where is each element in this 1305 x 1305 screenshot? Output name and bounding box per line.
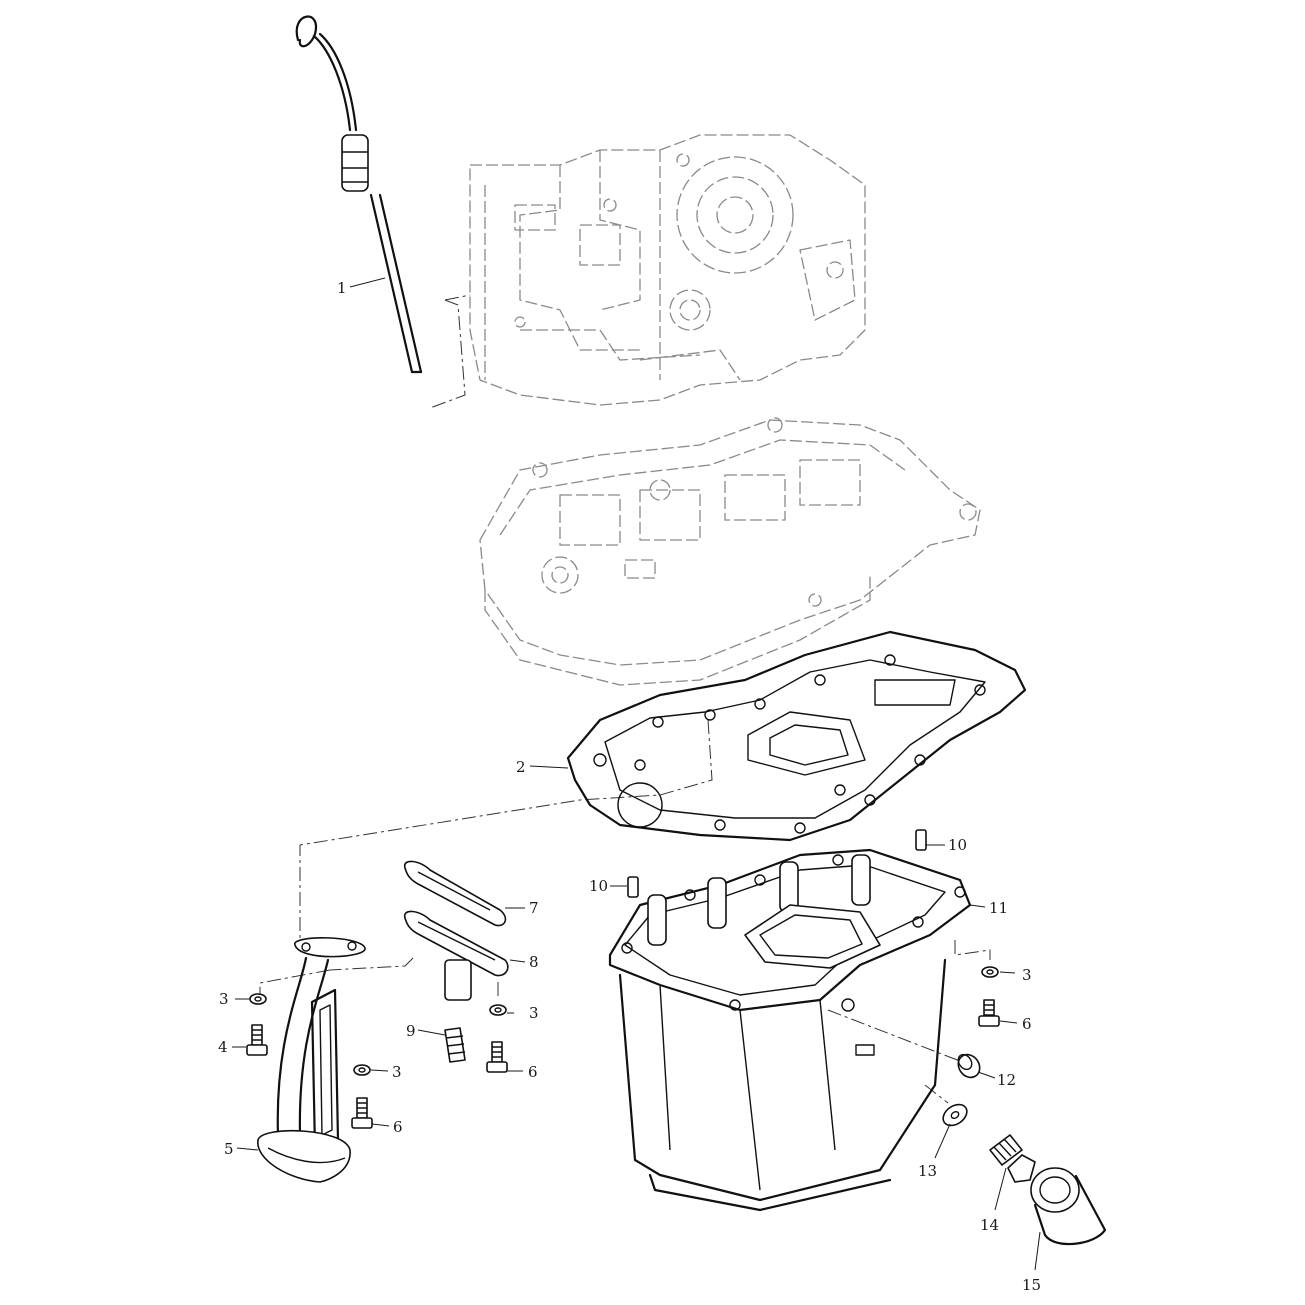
callout-13: 13 bbox=[918, 1162, 937, 1180]
callout-12: 12 bbox=[997, 1071, 1016, 1089]
lower-crankcase-phantom bbox=[479, 417, 981, 686]
washer-left bbox=[249, 993, 267, 1005]
oil-pan bbox=[608, 848, 972, 1212]
drain-washer-13 bbox=[942, 1103, 968, 1127]
callout-4: 4 bbox=[218, 1038, 228, 1056]
relief-valve-housing bbox=[404, 860, 509, 1063]
drain-bolt-14 bbox=[989, 1134, 1036, 1183]
washer-right bbox=[981, 966, 999, 978]
leader-lines bbox=[232, 277, 1041, 1271]
engine-block-phantom bbox=[469, 134, 866, 406]
small-hardware bbox=[246, 829, 1107, 1246]
callout-3-strainer: 3 bbox=[392, 1063, 402, 1081]
bolt-4 bbox=[246, 1024, 268, 1056]
washer-strainer bbox=[353, 1064, 371, 1076]
callout-1: 1 bbox=[337, 279, 347, 297]
callout-10-right: 10 bbox=[948, 836, 967, 854]
callout-11: 11 bbox=[989, 899, 1008, 917]
callout-10-left: 10 bbox=[589, 877, 608, 895]
callout-8: 8 bbox=[529, 953, 539, 971]
callout-14: 14 bbox=[980, 1216, 999, 1234]
oil-filter-15 bbox=[1030, 1167, 1107, 1246]
callout-6-mid: 6 bbox=[528, 1063, 538, 1081]
callout-3-mid: 3 bbox=[529, 1004, 539, 1022]
assembly-lines bbox=[259, 294, 991, 1104]
callout-9: 9 bbox=[406, 1022, 416, 1040]
bolt-6-strainer bbox=[351, 1097, 373, 1129]
callout-2: 2 bbox=[516, 758, 526, 776]
callout-15: 15 bbox=[1022, 1276, 1041, 1294]
oil-pan-gasket bbox=[566, 630, 1027, 842]
dowel-pin-right bbox=[915, 829, 927, 851]
callout-6-strainer: 6 bbox=[393, 1118, 403, 1136]
dowel-pin-left bbox=[627, 876, 639, 898]
callout-5: 5 bbox=[224, 1140, 234, 1158]
callout-3-left: 3 bbox=[219, 990, 229, 1008]
plug-12 bbox=[957, 1053, 981, 1079]
callouts: 1 2 3 3 3 3 4 5 6 6 6 7 8 9 10 10 11 12 … bbox=[218, 279, 1041, 1294]
washer-mid bbox=[489, 1004, 507, 1016]
dipstick bbox=[295, 15, 423, 374]
callout-3-right: 3 bbox=[1022, 966, 1032, 984]
bolt-6-mid bbox=[486, 1041, 508, 1073]
oil-strainer bbox=[257, 937, 366, 1183]
bolt-6-right bbox=[978, 999, 1000, 1027]
callout-7: 7 bbox=[529, 899, 539, 917]
callout-6-right: 6 bbox=[1022, 1015, 1032, 1033]
